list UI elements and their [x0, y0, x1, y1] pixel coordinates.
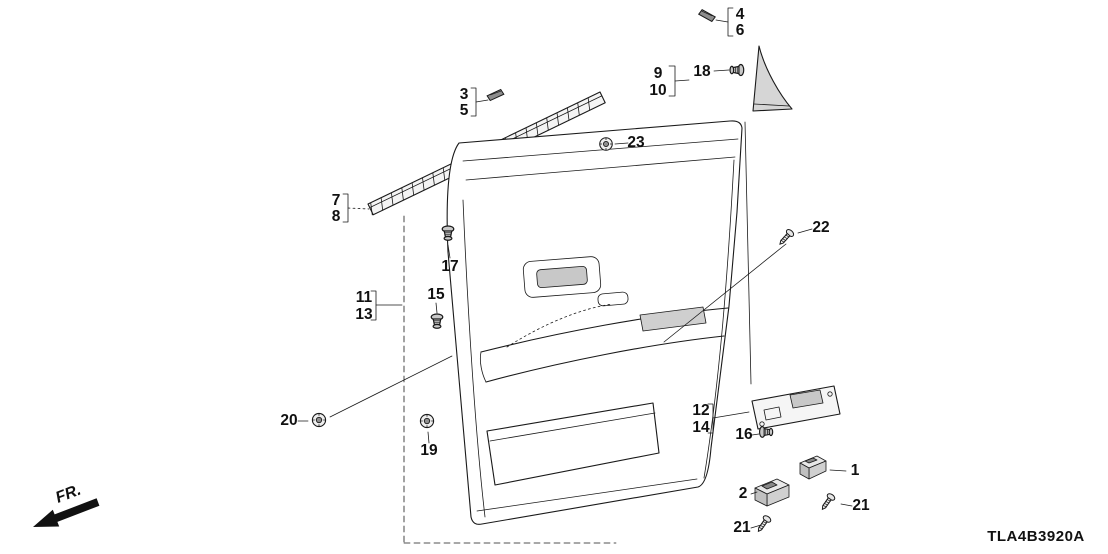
leader-17	[447, 244, 451, 259]
power-window-switch-2	[754, 478, 790, 507]
window-switch-panel	[751, 385, 841, 430]
callout-1: 1	[851, 462, 860, 479]
leader-23	[614, 142, 629, 145]
power-window-switch-1	[799, 455, 827, 480]
leader-22	[797, 228, 813, 234]
callout-18: 18	[693, 63, 711, 80]
callout-22: 22	[812, 219, 829, 236]
bracket-3-5	[470, 87, 477, 117]
pull-handle-recess	[536, 265, 588, 289]
leader-16	[751, 433, 760, 436]
screw-21-upper	[818, 491, 837, 513]
bracket-11-13	[370, 290, 377, 321]
leader-21-upper	[840, 503, 853, 507]
callout-20: 20	[280, 412, 297, 429]
leader-18	[713, 69, 730, 72]
leader-12-14	[712, 411, 750, 419]
callout-21-lower: 21	[733, 519, 751, 536]
door-trim-panel	[446, 120, 743, 525]
callout-11: 11	[356, 289, 373, 306]
pull-handle-bezel	[522, 256, 602, 298]
inner-handle	[597, 291, 629, 307]
leader-22-long	[663, 243, 787, 343]
callout-3: 3	[460, 86, 469, 103]
callout-23: 23	[627, 134, 645, 151]
fr-label: FR.	[53, 482, 83, 507]
callout-9: 9	[654, 65, 663, 82]
leader-3-5	[475, 99, 489, 103]
diagram-code: TLA4B3920A	[987, 528, 1085, 545]
leader-21-lower	[750, 524, 762, 529]
clip-4-6	[697, 7, 717, 24]
callout-15: 15	[427, 286, 445, 303]
fr-direction-arrow: FR.	[33, 482, 100, 527]
corner-garnish	[752, 45, 793, 112]
bracket-12-14	[707, 403, 714, 434]
phantom-reference-lines	[403, 121, 752, 544]
leader-9-10	[674, 79, 690, 82]
callout-10: 10	[649, 82, 666, 99]
leader-15	[435, 302, 438, 314]
leader-19	[427, 431, 430, 444]
callout-7: 7	[332, 192, 341, 209]
callout-2: 2	[739, 485, 748, 502]
callout-16: 16	[735, 426, 753, 443]
callout-13: 13	[355, 306, 373, 323]
callout-labels: 3 5 4 6 9 10 18 23 7 8 17 11 13 15 22 20…	[280, 6, 870, 536]
grommet-19	[419, 413, 435, 429]
door-pocket	[486, 402, 660, 486]
callout-21-upper: 21	[852, 497, 870, 514]
leader-2	[750, 491, 758, 495]
clip-15	[430, 313, 444, 329]
callout-6: 6	[736, 22, 745, 39]
bracket-7-8	[342, 193, 349, 223]
screw-21-lower	[754, 513, 773, 535]
bracket-9-10	[668, 65, 676, 97]
callout-12: 12	[692, 402, 709, 419]
callout-4: 4	[736, 6, 745, 23]
callout-8: 8	[332, 208, 341, 225]
leader-1	[829, 469, 847, 472]
callout-5: 5	[460, 102, 469, 119]
leader-7-8	[347, 207, 370, 210]
clip-16	[758, 426, 774, 438]
leader-lines	[297, 7, 853, 529]
bracket-4-6	[727, 7, 734, 37]
callout-19: 19	[420, 442, 438, 459]
callout-14: 14	[692, 419, 710, 436]
leader-4-6	[715, 19, 729, 23]
grommet-23	[599, 137, 613, 151]
leader-20-long	[329, 355, 453, 418]
callout-17: 17	[441, 258, 458, 275]
grommet-20	[311, 412, 327, 428]
clip-18	[729, 63, 745, 77]
clip-3-5	[485, 86, 506, 104]
switch-recess	[639, 306, 707, 332]
